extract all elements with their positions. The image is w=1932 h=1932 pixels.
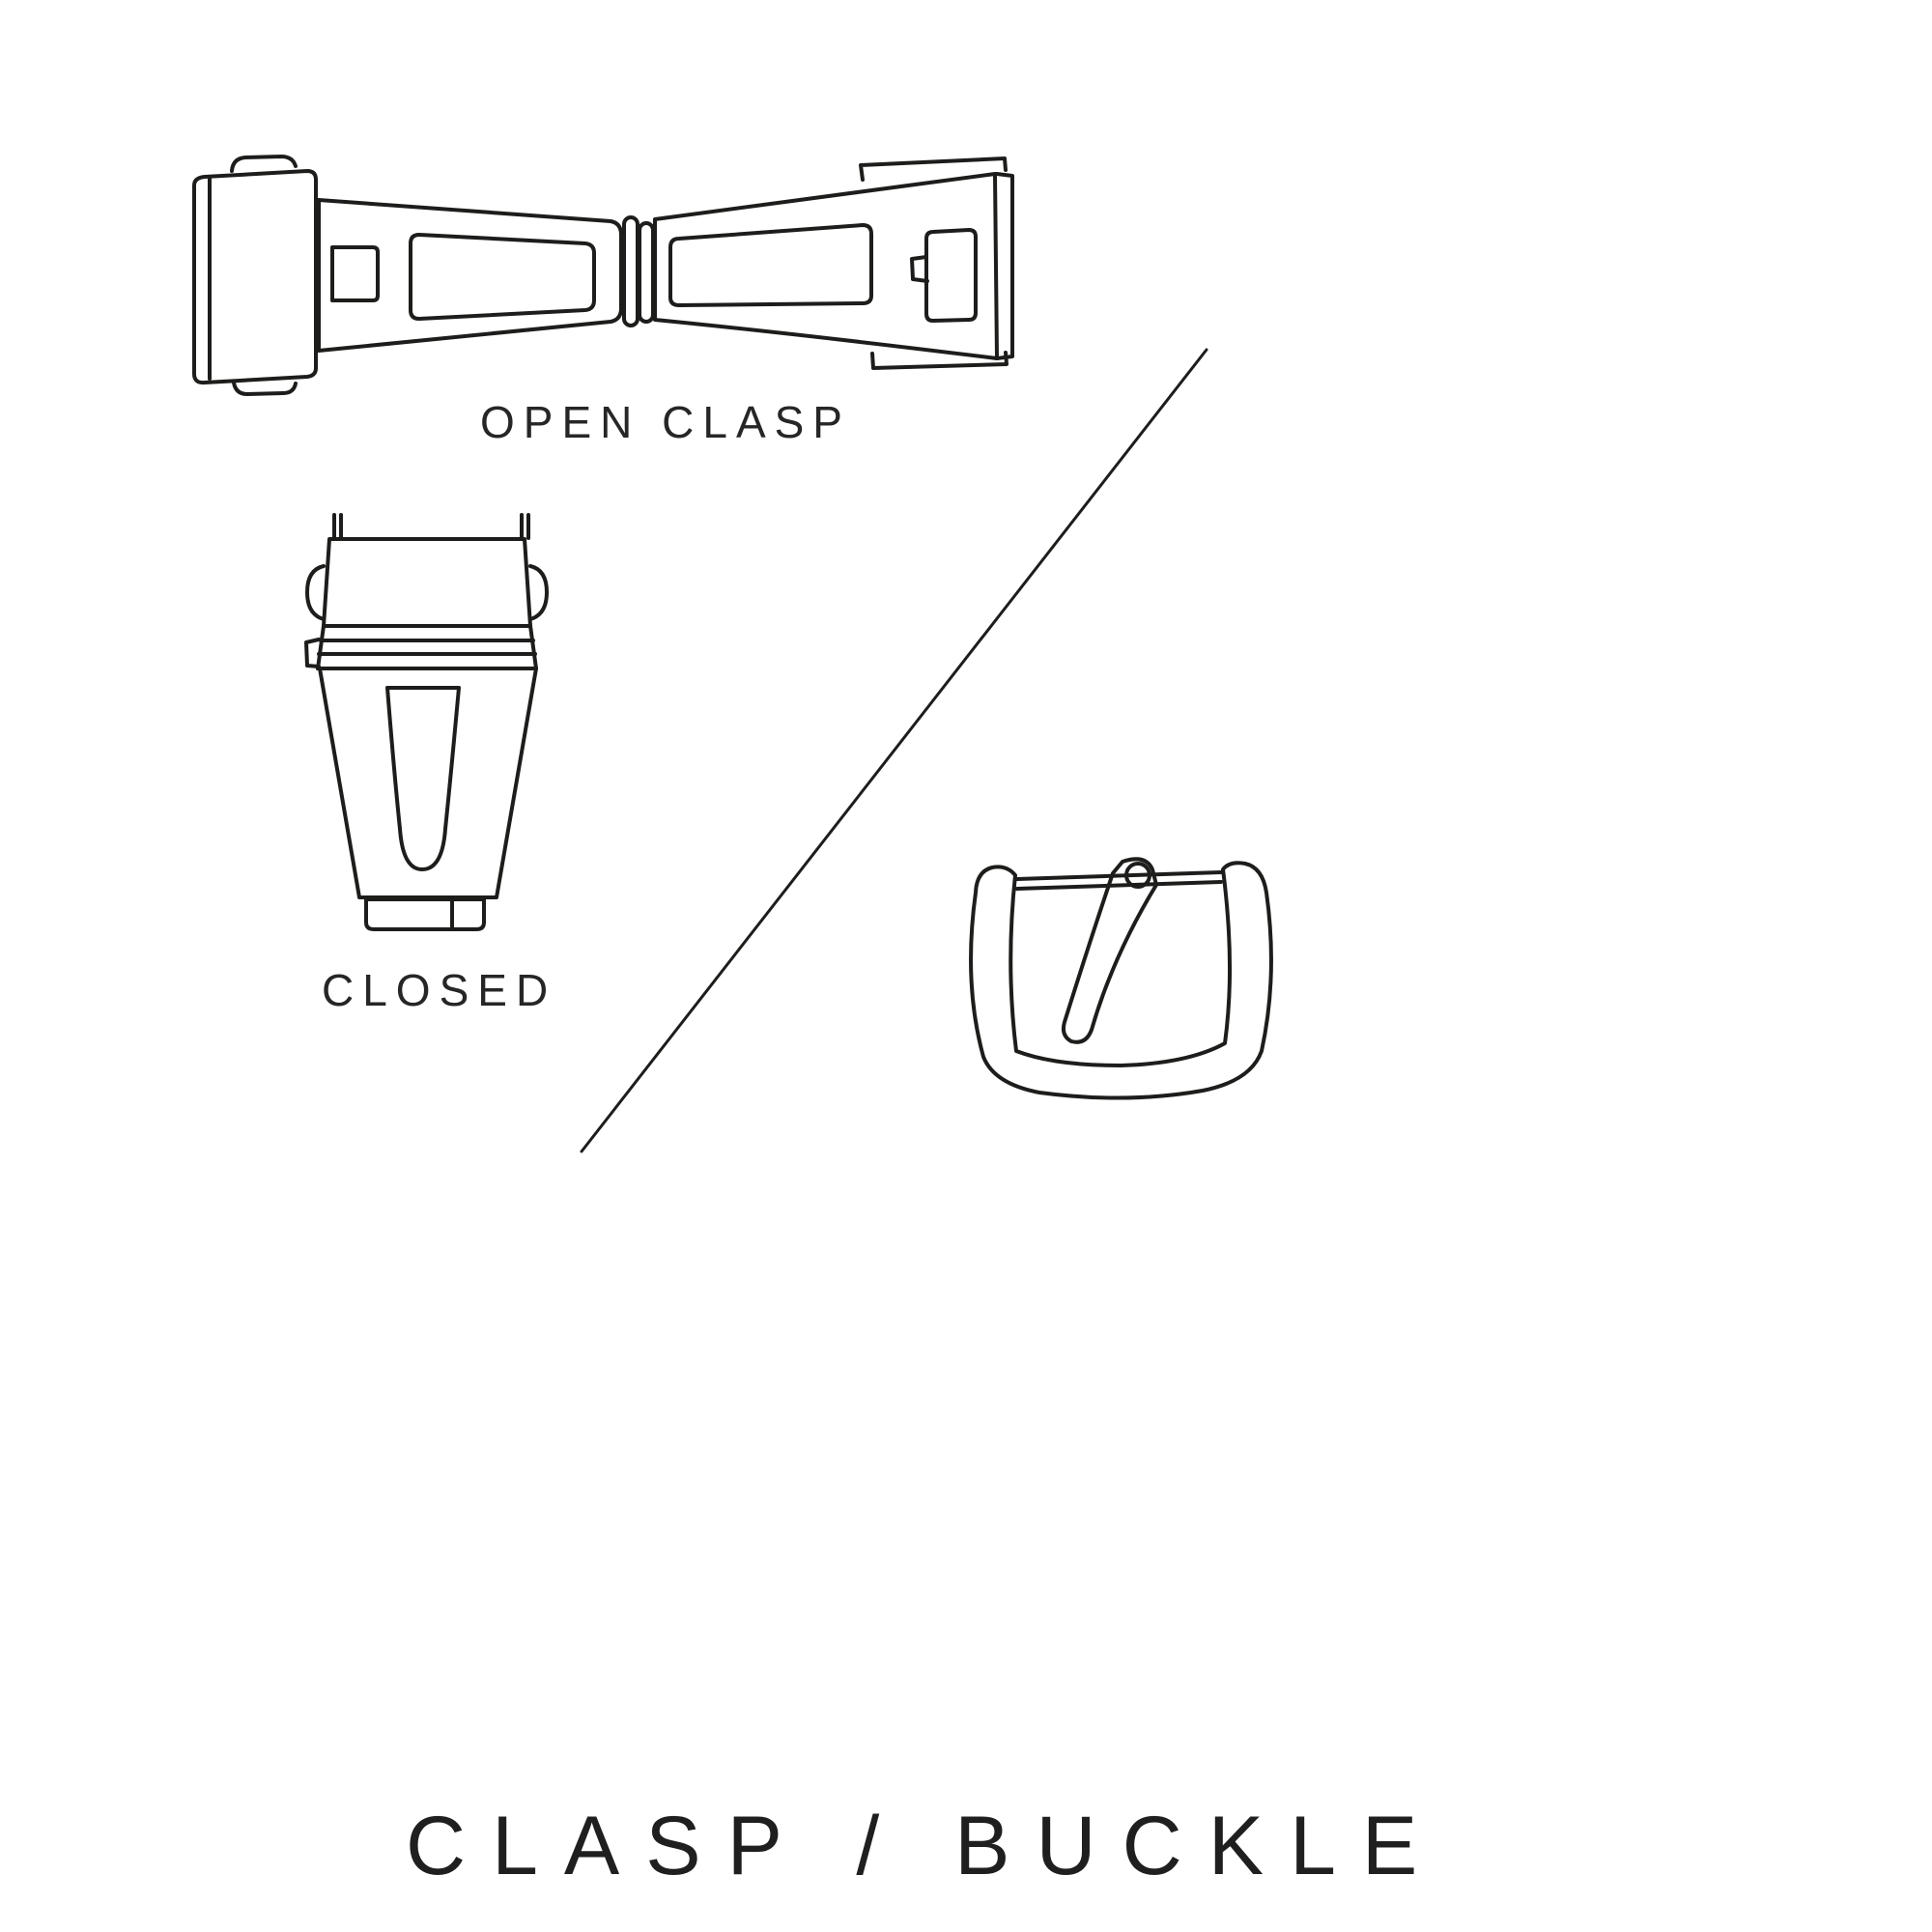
closed-clasp-label: CLOSED <box>322 965 557 1015</box>
diagonal-divider-line <box>580 348 1208 1153</box>
open-clasp-label: OPEN CLASP <box>480 397 851 447</box>
closed-clasp-illustration <box>304 513 549 931</box>
page-title: CLASP / BUCKLE <box>406 1800 1444 1892</box>
open-clasp-illustration <box>192 155 1014 396</box>
pin-buckle-illustration <box>969 857 1273 1100</box>
